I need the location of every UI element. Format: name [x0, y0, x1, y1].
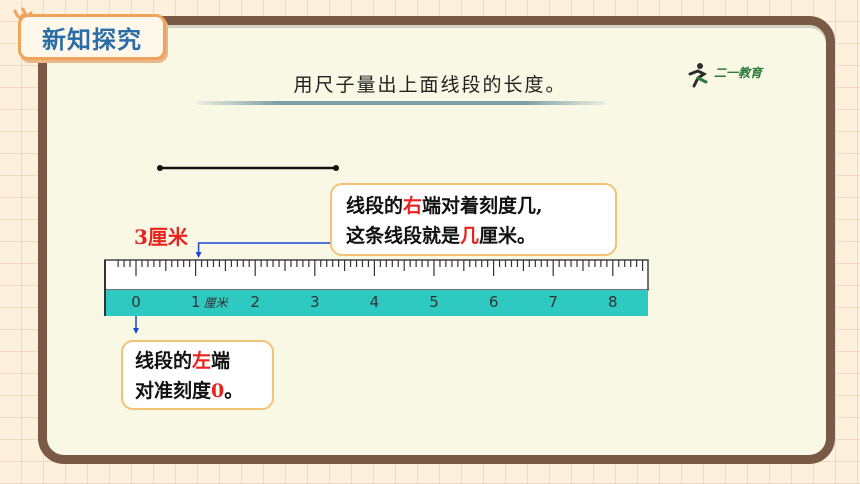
- line-segment: [157, 165, 339, 171]
- runner-logo-icon: [688, 63, 708, 88]
- logo-text: 二一教育: [714, 66, 763, 80]
- arrow-down-icon: [195, 252, 202, 258]
- badge-label: 新知探究: [42, 25, 142, 54]
- hint-line-1: 线段的右端对着刻度几,: [346, 195, 543, 217]
- ruler-unit-label: 厘米: [204, 296, 230, 310]
- right-end-pointer: [197, 242, 330, 256]
- segment-endpoint: [333, 165, 339, 171]
- ruler-number: 7: [548, 293, 558, 311]
- sparkle-icon: [13, 7, 33, 19]
- pointer-lines: [133, 242, 330, 334]
- hint-bubble-left-end: 线段的左端 对准刻度0。: [121, 340, 274, 410]
- hint-line-2: 这条线段就是几厘米。: [346, 225, 537, 247]
- section-badge: 新知探究: [13, 7, 166, 60]
- ruler-number: 1: [191, 293, 201, 311]
- hint-bubble-right-end: 线段的右端对着刻度几, 这条线段就是几厘米。: [330, 183, 617, 256]
- ruler-number: 6: [489, 293, 499, 311]
- hint-line-2: 对准刻度0。: [135, 380, 244, 402]
- title-underline: [196, 101, 606, 105]
- ruler-number: 2: [250, 293, 260, 311]
- ruler: 0 1 2 3 4 5 6 7 8 厘米: [104, 259, 649, 316]
- ruler-number: 5: [429, 293, 439, 311]
- arrow-down-icon: [133, 328, 139, 334]
- ruler-number: 8: [608, 293, 618, 311]
- ruler-number: 4: [370, 293, 380, 311]
- ruler-number: 0: [131, 293, 141, 311]
- ruler-face: [104, 259, 649, 291]
- page-title: 用尺子量出上面线段的长度。: [293, 74, 567, 96]
- hint-line-1: 线段的左端: [135, 350, 231, 372]
- ruler-band: [105, 290, 648, 316]
- ruler-number: 3: [310, 293, 320, 311]
- length-label: 3厘米: [134, 225, 188, 249]
- segment-endpoint: [157, 165, 163, 171]
